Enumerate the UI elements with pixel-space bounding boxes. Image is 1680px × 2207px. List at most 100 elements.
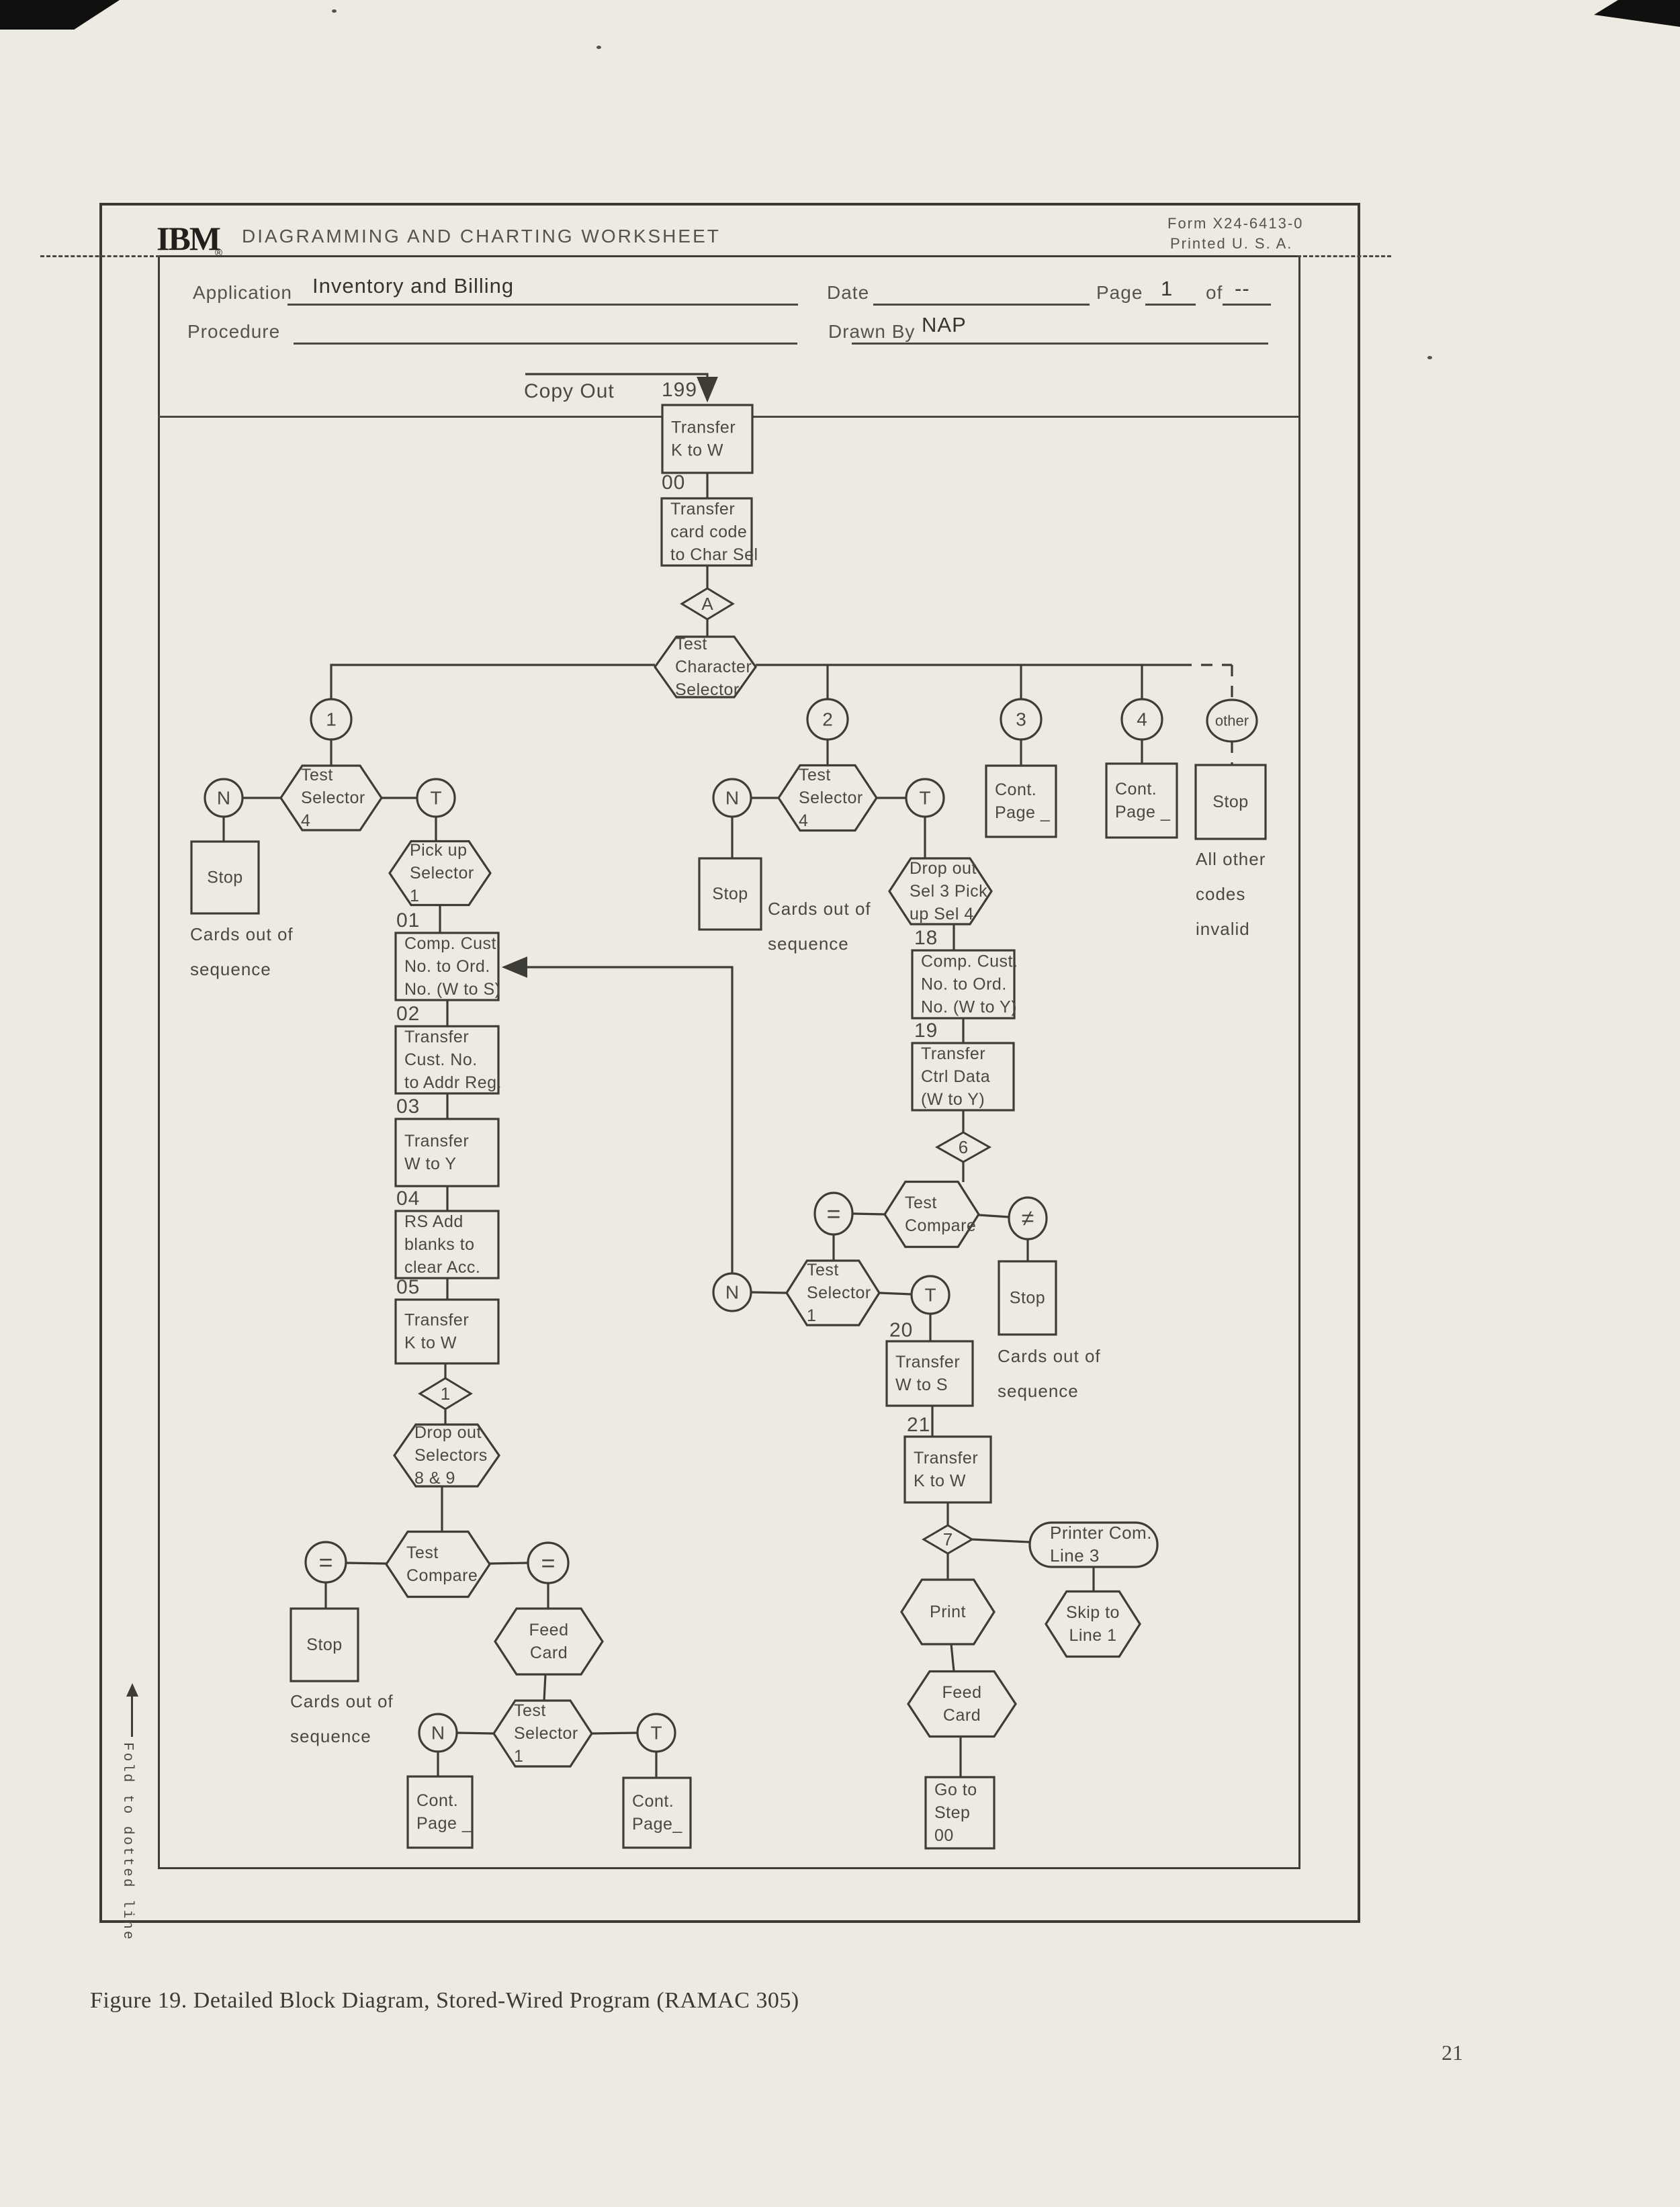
stop-box-b1-text: Stop (207, 868, 242, 887)
of-value: -- (1235, 277, 1250, 300)
drawn-by-underline (852, 343, 1268, 345)
feed-card-hex-b2-text: Card (943, 1706, 981, 1725)
connector-7-diamond (922, 1524, 974, 1555)
branch-2-circle (806, 698, 849, 741)
application-label: Application (193, 282, 292, 303)
step-03-box (394, 1118, 500, 1187)
t-circle-b2-text: T (919, 788, 930, 809)
step-02-box-text: Transfer (404, 1028, 469, 1046)
branch-2-circle-text: 2 (822, 709, 833, 730)
step-02-box-text: to Addr Reg. (404, 1073, 502, 1092)
step-00-box-text: to Char Sel (670, 545, 758, 564)
n-circle-b2-text: N (725, 788, 739, 809)
cont-page-box-b1-t-text: Page_ (632, 1815, 682, 1834)
cont-page-box-b1-n-text: Page _ (416, 1814, 472, 1833)
drop-out-selectors-hex (393, 1423, 500, 1488)
step-199-box-text: Transfer (671, 418, 736, 437)
procedure-label: Procedure (187, 321, 281, 342)
t-circle-b1 (416, 778, 456, 818)
feed-card-hex-b2 (907, 1670, 1017, 1738)
feed-card-hex-b1-text: Feed (529, 1621, 569, 1639)
form-number: Form X24-6413-0 (1167, 215, 1304, 232)
step-19-box-text: (W to Y) (921, 1090, 985, 1109)
stop-box-b1 (190, 840, 260, 915)
skip-to-line-hex (1045, 1590, 1141, 1658)
test-selector-1-hex-b1 (492, 1699, 593, 1768)
cont-page-box-b3 (985, 764, 1057, 838)
test-selector-4-hex-b2-text: Test (799, 766, 831, 784)
step-02-box-text: Cust. No. (404, 1050, 478, 1069)
test-compare-hex-b2 (883, 1180, 980, 1249)
stop-box-b2-bottom (998, 1260, 1057, 1336)
step-199-num-text: 199 (662, 379, 697, 401)
dist-line-left (330, 664, 655, 699)
drop-out-sel3-hex-text: up Sel 4 (910, 905, 974, 924)
step-03-box-text: W to Y (404, 1155, 457, 1173)
cards-out-caption-b1-bottom-text: sequence (290, 1726, 371, 1746)
t-circle-b2 (905, 778, 945, 818)
branch-1-circle (310, 698, 353, 741)
stop-box-b2-text: Stop (712, 885, 748, 903)
of-label: of (1206, 282, 1223, 303)
step-21-box-text: K to W (914, 1472, 966, 1490)
of-underline (1223, 304, 1271, 306)
step-00-box-text: Transfer (670, 500, 735, 519)
copy-out-label-text: Copy Out (524, 380, 615, 402)
step-02-box (394, 1025, 500, 1095)
equal-circle-b2 (813, 1191, 854, 1236)
all-other-codes-caption-text: All other (1196, 849, 1266, 869)
stop-box-b1-bottom-text: Stop (306, 1635, 342, 1654)
feed-card-hex-b1-text: Card (530, 1643, 568, 1662)
branch-other-circle (1206, 699, 1258, 743)
branch-1-circle-text: 1 (326, 709, 337, 730)
connector-a-diamond-text: A (701, 594, 713, 614)
all-other-codes-caption-text: invalid (1196, 919, 1250, 939)
skip-to-line-hex-text: Skip to (1066, 1603, 1120, 1622)
test-selector-4-hex-b2-text: Selector (799, 789, 863, 807)
all-other-codes-caption-text: codes (1196, 884, 1245, 904)
step-05-box-text: K to W (404, 1334, 457, 1353)
edge-d7-oval (971, 1538, 1030, 1543)
test-selector-1-hex-b1-text: 1 (514, 1747, 523, 1766)
cards-out-caption-b1-text: Cards out of (190, 924, 294, 944)
drop-out-selectors-hex-text: Drop out (414, 1423, 482, 1442)
printed-usa: Printed U. S. A. (1170, 235, 1293, 252)
form-inner-border (158, 255, 1300, 1869)
drop-out-sel3-hex-text: Drop out (910, 859, 977, 878)
go-to-step-box-text: 00 (934, 1826, 954, 1845)
form-outer-border (99, 203, 1360, 1923)
drop-out-selectors-hex-text: 8 & 9 (414, 1469, 455, 1488)
n-circle-b2-bottom (712, 1272, 752, 1312)
stop-box-b2-bottom-text: Stop (1010, 1289, 1045, 1308)
connector-1-diamond (418, 1377, 473, 1410)
stop-box-other-text: Stop (1212, 793, 1248, 811)
edge-ts1b-t3 (879, 1292, 912, 1296)
step-03-box-text: Transfer (404, 1132, 469, 1151)
test-selector-1-hex-b2-text: Test (807, 1261, 839, 1279)
cont-page-box-b3-text: Page _ (995, 803, 1051, 822)
step-05-box-text: Transfer (404, 1311, 469, 1330)
t-circle-b1-bottom (636, 1713, 676, 1753)
cards-out-caption-b1-bottom-text: Cards out of (290, 1691, 394, 1711)
printer-com-oval-text: Printer Com. (1050, 1523, 1152, 1543)
step-21-box (903, 1435, 992, 1504)
cards-out-caption-b1-text: sequence (190, 959, 271, 979)
skip-to-line-hex-text: Line 1 (1069, 1626, 1116, 1645)
step-21-box-text: Transfer (914, 1449, 978, 1468)
scan-speck (1427, 356, 1432, 359)
step-05-num-text: 05 (396, 1276, 420, 1298)
test-compare-hex-b1-text: Compare (406, 1566, 478, 1585)
step-04-box (394, 1210, 500, 1279)
equal-circle-left-b1-text: = (318, 1549, 333, 1576)
step-19-box-text: Transfer (921, 1044, 985, 1063)
step-19-box (911, 1042, 1015, 1112)
edge-tc1-eqr (489, 1562, 529, 1565)
edge-ts1b-n3 (750, 1291, 787, 1294)
fold-label: Fold to dotted line (120, 1742, 135, 1942)
cards-out-caption-b2-text: sequence (768, 934, 849, 954)
stop-box-b2 (698, 857, 762, 931)
fold-dashed-line-right (1297, 255, 1391, 257)
connector-7-diamond-text: 7 (943, 1529, 953, 1549)
cards-out-caption-b2-text: Cards out of (768, 899, 871, 919)
